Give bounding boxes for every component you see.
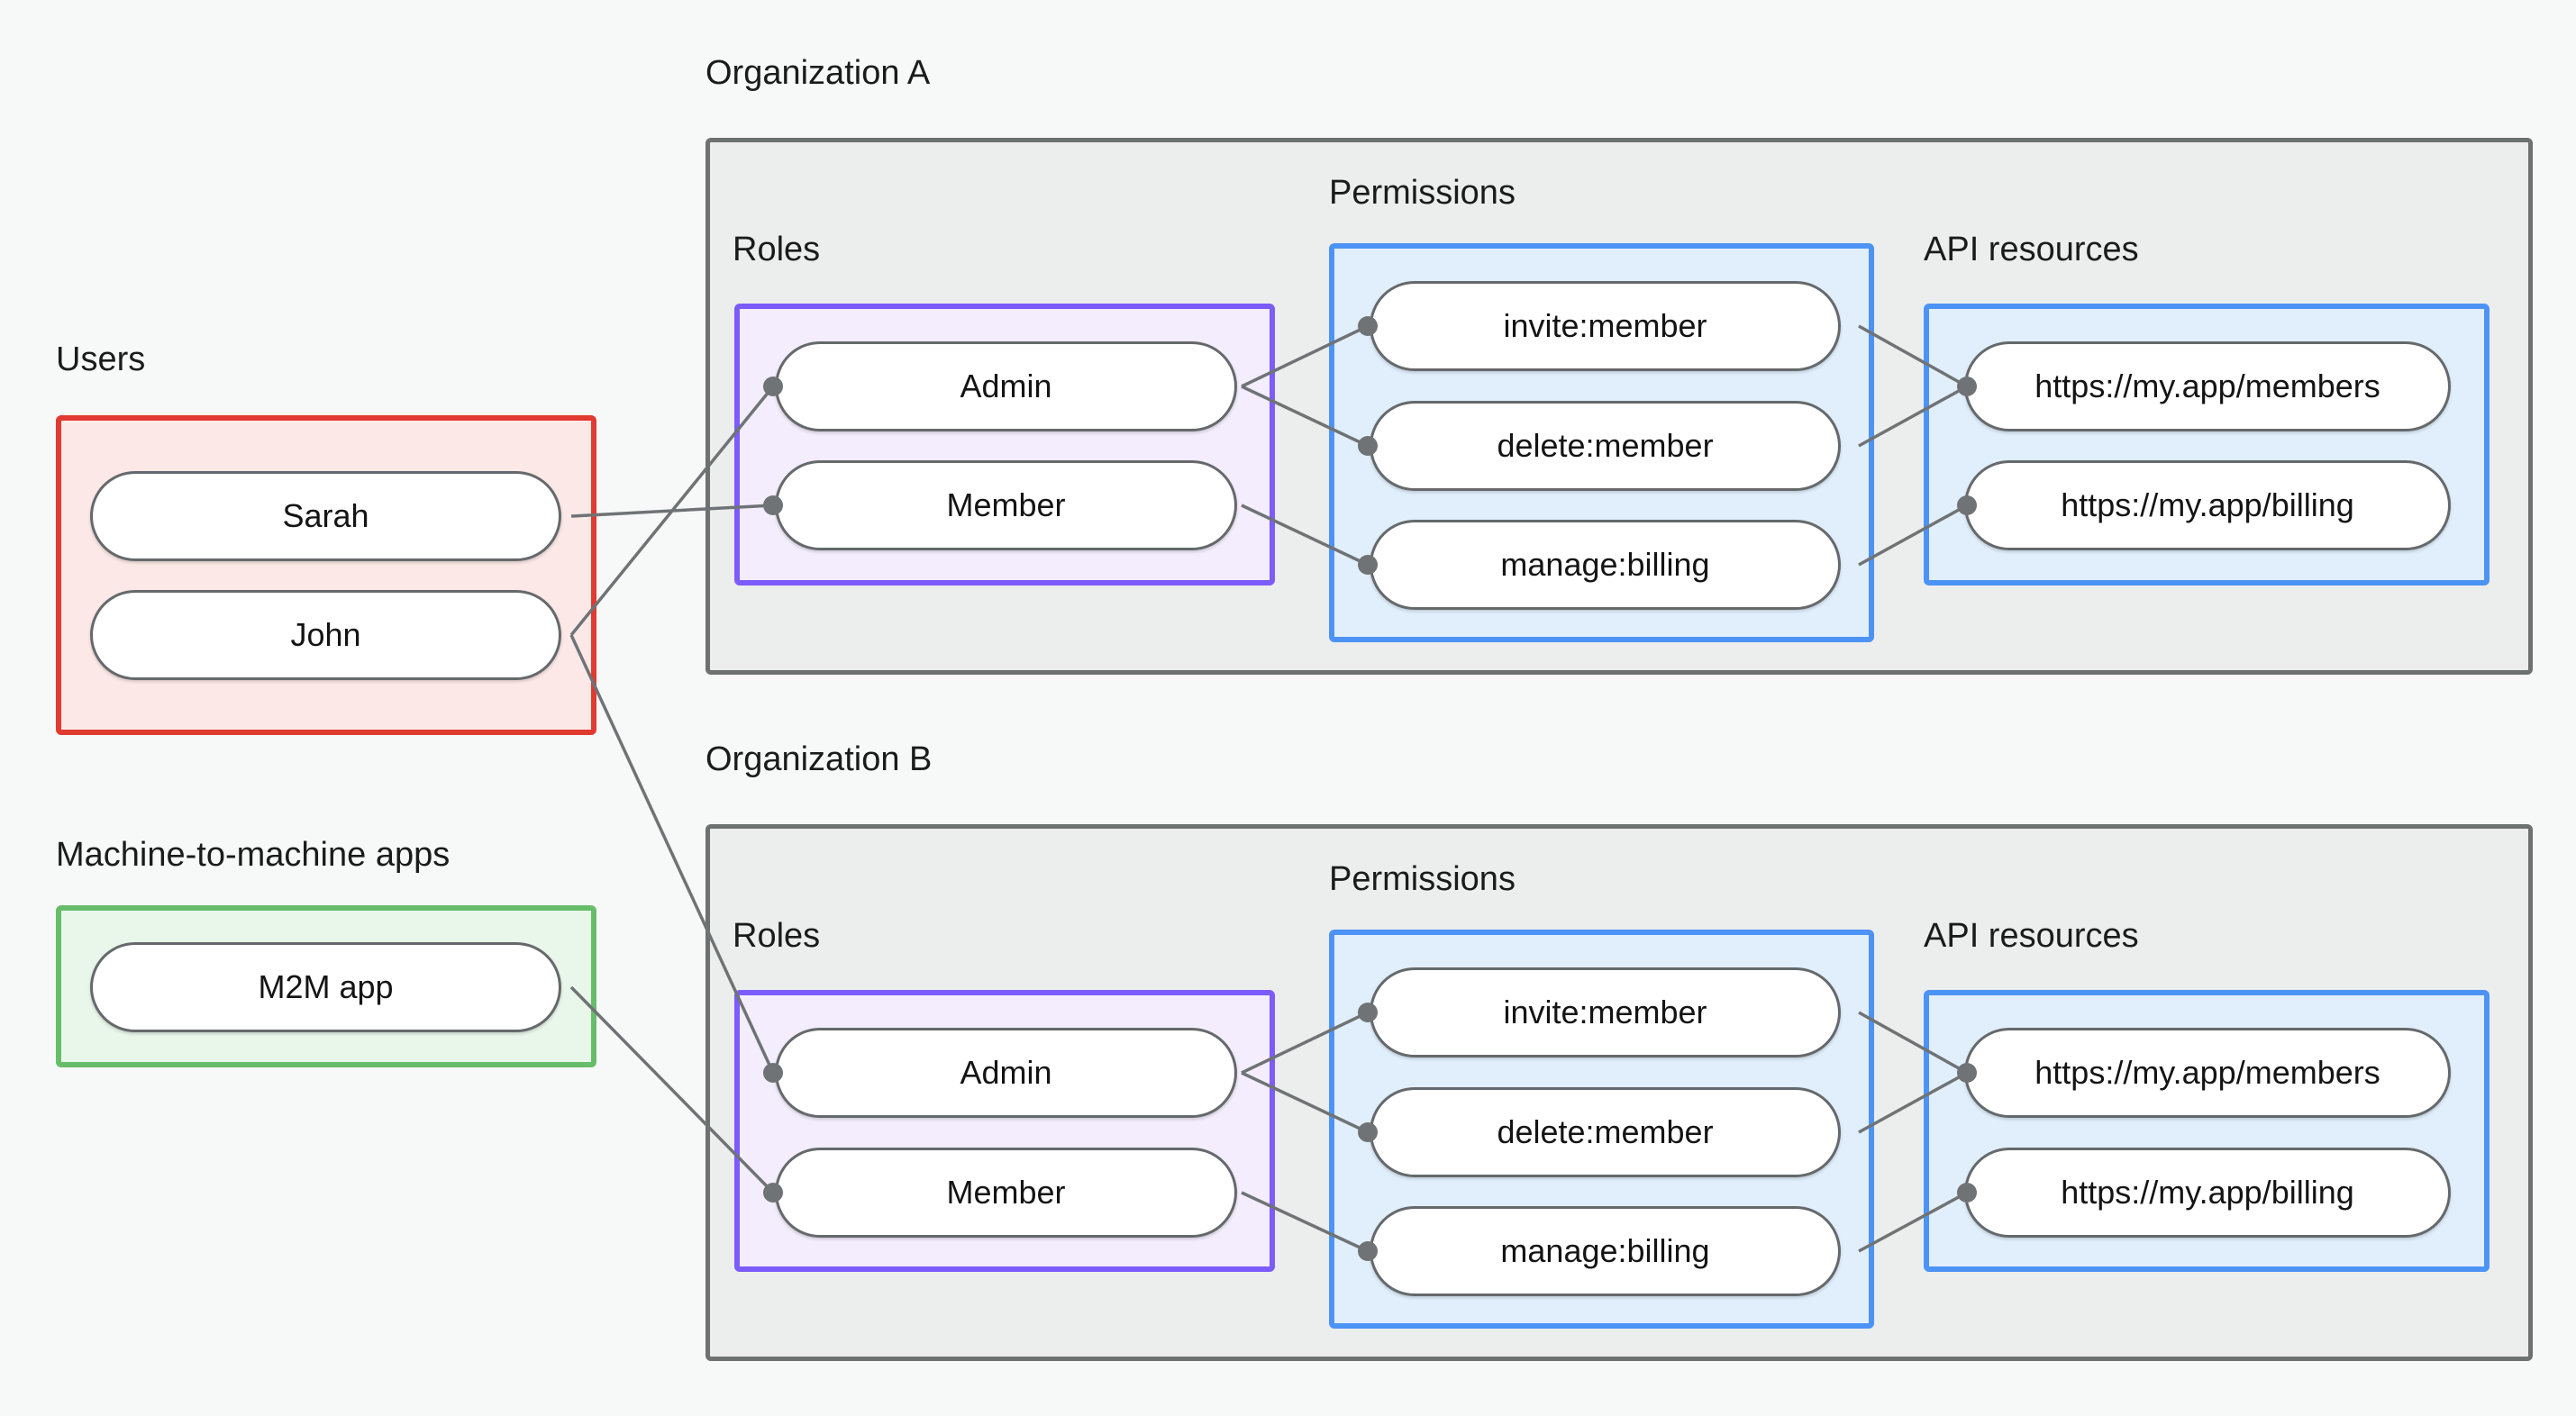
permission-node-b-invite[interactable]: invite:member [1370, 967, 1841, 1057]
role-node-b-member[interactable]: Member [775, 1148, 1237, 1238]
org-b-api-resources-title: API resources [1924, 917, 2139, 955]
org-a-api-resources-title: API resources [1924, 231, 2139, 268]
org-a-roles-title: Roles [733, 231, 821, 268]
org-b-title: Organization B [705, 740, 933, 778]
org-a-permissions-title: Permissions [1329, 174, 1516, 212]
permission-node-a-billing[interactable]: manage:billing [1370, 520, 1841, 610]
users-title: Users [56, 340, 146, 378]
permission-node-a-delete[interactable]: delete:member [1370, 401, 1841, 491]
user-node-john[interactable]: John [90, 590, 561, 680]
role-node-a-member[interactable]: Member [775, 460, 1237, 550]
permission-node-b-delete[interactable]: delete:member [1370, 1087, 1841, 1177]
api-resource-node-a-billing[interactable]: https://my.app/billing [1964, 460, 2451, 550]
org-b-roles-title: Roles [733, 917, 821, 955]
api-resource-node-b-members[interactable]: https://my.app/members [1964, 1028, 2451, 1118]
user-node-sarah[interactable]: Sarah [90, 471, 561, 561]
m2m-app-node[interactable]: M2M app [90, 942, 561, 1032]
permission-node-b-billing[interactable]: manage:billing [1370, 1206, 1841, 1296]
api-resource-node-b-billing[interactable]: https://my.app/billing [1964, 1148, 2451, 1238]
org-b-permissions-title: Permissions [1329, 860, 1516, 898]
m2m-apps-title: Machine-to-machine apps [56, 836, 451, 874]
permission-node-a-invite[interactable]: invite:member [1370, 281, 1841, 371]
users-group [56, 415, 596, 735]
role-node-a-admin[interactable]: Admin [775, 341, 1237, 431]
org-a-title: Organization A [705, 54, 931, 92]
api-resource-node-a-members[interactable]: https://my.app/members [1964, 341, 2451, 431]
role-node-b-admin[interactable]: Admin [775, 1028, 1237, 1118]
